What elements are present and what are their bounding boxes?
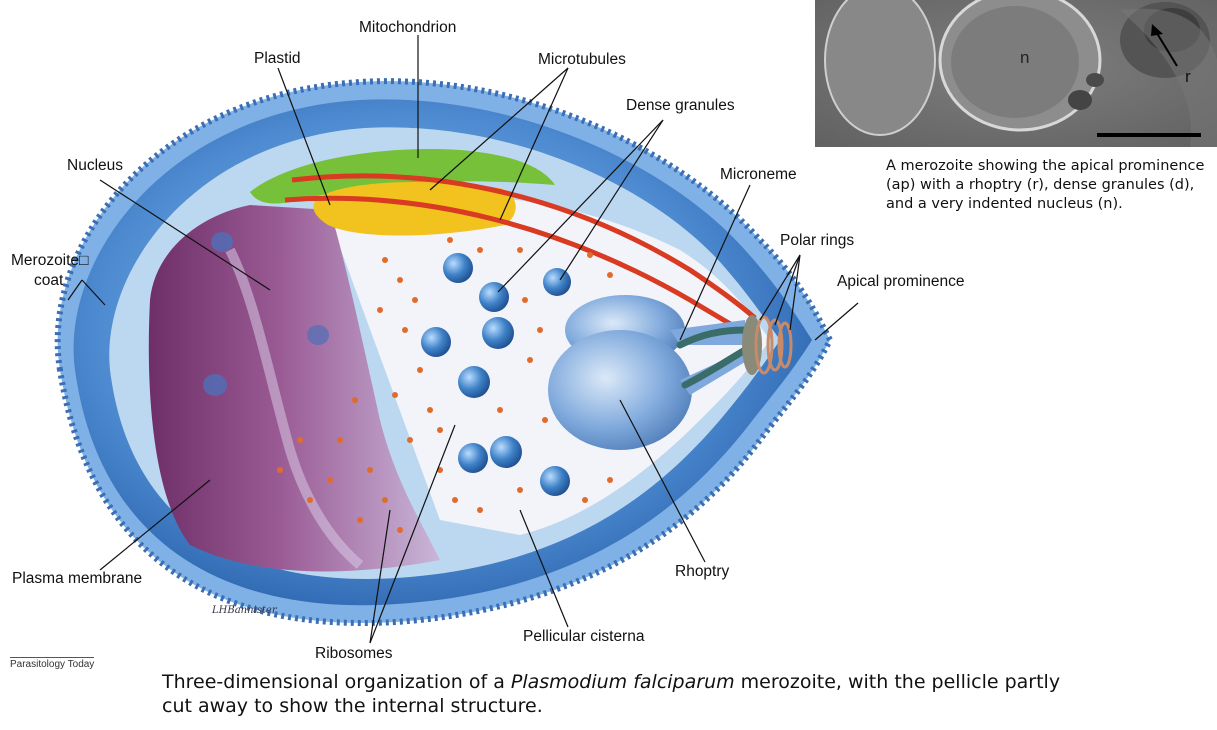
- rhoptry-lower: [548, 330, 692, 450]
- figure-caption-prefix: Three-dimensional organization of a: [162, 671, 511, 693]
- label-microneme: Microneme: [720, 166, 797, 184]
- merozoite-body: [58, 81, 830, 623]
- label-ribosomes: Ribosomes: [315, 645, 393, 663]
- label-rhoptry: Rhoptry: [675, 563, 729, 581]
- label-apical-prominence: Apical prominence: [837, 273, 965, 291]
- scale-bar: [1097, 133, 1201, 137]
- label-plastid: Plastid: [254, 50, 301, 68]
- figure-caption-species: Plasmodium falciparum: [511, 671, 735, 693]
- label-merozoite-coat-line2: coat: [34, 272, 63, 290]
- label-dense-granules: Dense granules: [626, 97, 735, 115]
- micrograph-caption: A merozoite showing the apical prominenc…: [886, 157, 1206, 214]
- label-pellicular-cisterna: Pellicular cisterna: [523, 628, 644, 646]
- label-merozoite-coat-line1: Merozoite□: [11, 252, 88, 270]
- source-credit: Parasitology Today: [10, 657, 94, 670]
- label-nucleus: Nucleus: [67, 157, 123, 175]
- micrograph-label-n: n: [1020, 48, 1029, 67]
- electron-micrograph: n r: [815, 0, 1217, 147]
- label-polar-rings: Polar rings: [780, 232, 854, 250]
- artist-signature: LHBannister: [212, 605, 277, 616]
- label-microtubules: Microtubules: [538, 51, 626, 69]
- label-mitochondrion: Mitochondrion: [359, 19, 456, 37]
- micrograph-label-r: r: [1185, 67, 1191, 86]
- figure-caption: Three-dimensional organization of a Plas…: [162, 670, 1062, 718]
- label-plasma-membrane: Plasma membrane: [12, 570, 142, 588]
